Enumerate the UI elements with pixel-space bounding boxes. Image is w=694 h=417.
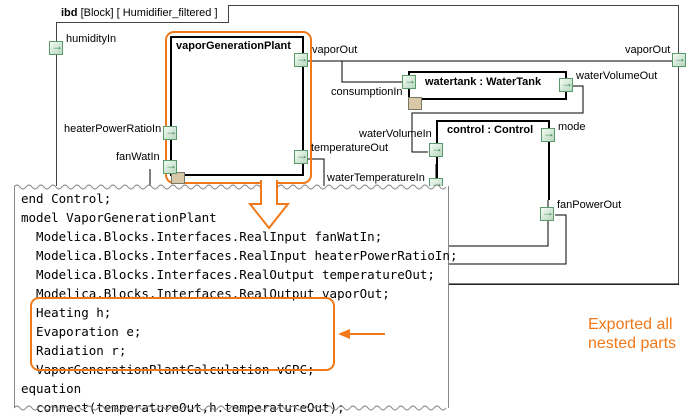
port-fanWatIn[interactable] — [163, 158, 177, 174]
port-temperatureOut[interactable] — [294, 148, 308, 164]
code-line: connect(temperatureOut,h.temperatureOut)… — [21, 400, 345, 415]
frame-tab: ibd [Block] [ Humidifier_filtered ] — [56, 5, 229, 23]
code-line: Modelica.Blocks.Interfaces.RealOutput te… — [21, 267, 435, 282]
wavy-edges — [13, 184, 447, 411]
connector-temperature — [308, 158, 325, 189]
frame-title: [Block] [ Humidifier_filtered ] — [80, 7, 218, 19]
connector-watervolume — [411, 85, 584, 153]
annotation-text: Exported all nested parts — [588, 315, 676, 353]
code-line: Heating h; — [21, 305, 112, 320]
port-humidityIn[interactable] — [49, 39, 63, 55]
code-line: Radiation r; — [21, 343, 127, 358]
port-label: humidityIn — [66, 33, 117, 45]
diagram-icon — [171, 172, 185, 184]
port-label: waterVolumeOut — [576, 70, 658, 82]
port-label: temperatureOut — [311, 142, 389, 154]
connector-consumption — [341, 61, 402, 83]
annotation-line2: nested parts — [588, 335, 677, 352]
code-line: Modelica.Blocks.Interfaces.RealInput hea… — [21, 248, 458, 263]
block-vaporGenerationPlant[interactable] — [170, 36, 304, 176]
annotation-line1: Exported all — [588, 316, 673, 333]
port-label: heaterPowerRatioIn — [64, 123, 162, 135]
block-title: control : Control — [447, 124, 534, 136]
code-line: Evaporation e; — [21, 324, 142, 339]
block-title: vaporGenerationPlant — [176, 40, 291, 52]
port-label: mode — [558, 121, 586, 133]
frame-kind: ibd — [61, 7, 78, 19]
port-label: fanPowerOut — [557, 199, 622, 211]
port-fanPowerOut[interactable] — [540, 205, 554, 221]
port-heaterPowerRatioIn[interactable] — [163, 124, 177, 140]
port-label: vaporOut — [625, 44, 671, 56]
block-control[interactable] — [436, 120, 550, 200]
port-vaporOut-frame[interactable] — [672, 51, 686, 67]
port-waterVolumeIn[interactable] — [429, 141, 443, 157]
diagram-icon — [408, 97, 422, 110]
port-label: consumptionIn — [331, 86, 403, 98]
port-label: vaporOut — [312, 44, 358, 56]
nested-parts-highlight — [30, 297, 335, 371]
port-consumptionIn[interactable] — [402, 73, 416, 89]
annotation-arrowhead — [338, 329, 350, 339]
block-title: watertank : WaterTank — [425, 76, 542, 88]
code-line: model VaporGenerationPlant — [21, 210, 217, 225]
port-label: waterTemperatureIn — [327, 172, 425, 184]
port-waterVolumeOut[interactable] — [559, 76, 573, 92]
highlight-box — [165, 31, 312, 184]
port-label: fanWatIn — [116, 151, 160, 163]
port-mode[interactable] — [541, 126, 555, 142]
connector-fanpower — [447, 214, 567, 265]
code-line: end Control; — [21, 191, 112, 206]
port-label: waterVolumeIn — [359, 128, 432, 140]
port-vaporOut-vgp[interactable] — [294, 51, 308, 67]
code-line: equation — [21, 381, 82, 396]
code-line: Modelica.Blocks.Interfaces.RealInput fan… — [21, 229, 383, 244]
down-arrow — [247, 180, 291, 230]
